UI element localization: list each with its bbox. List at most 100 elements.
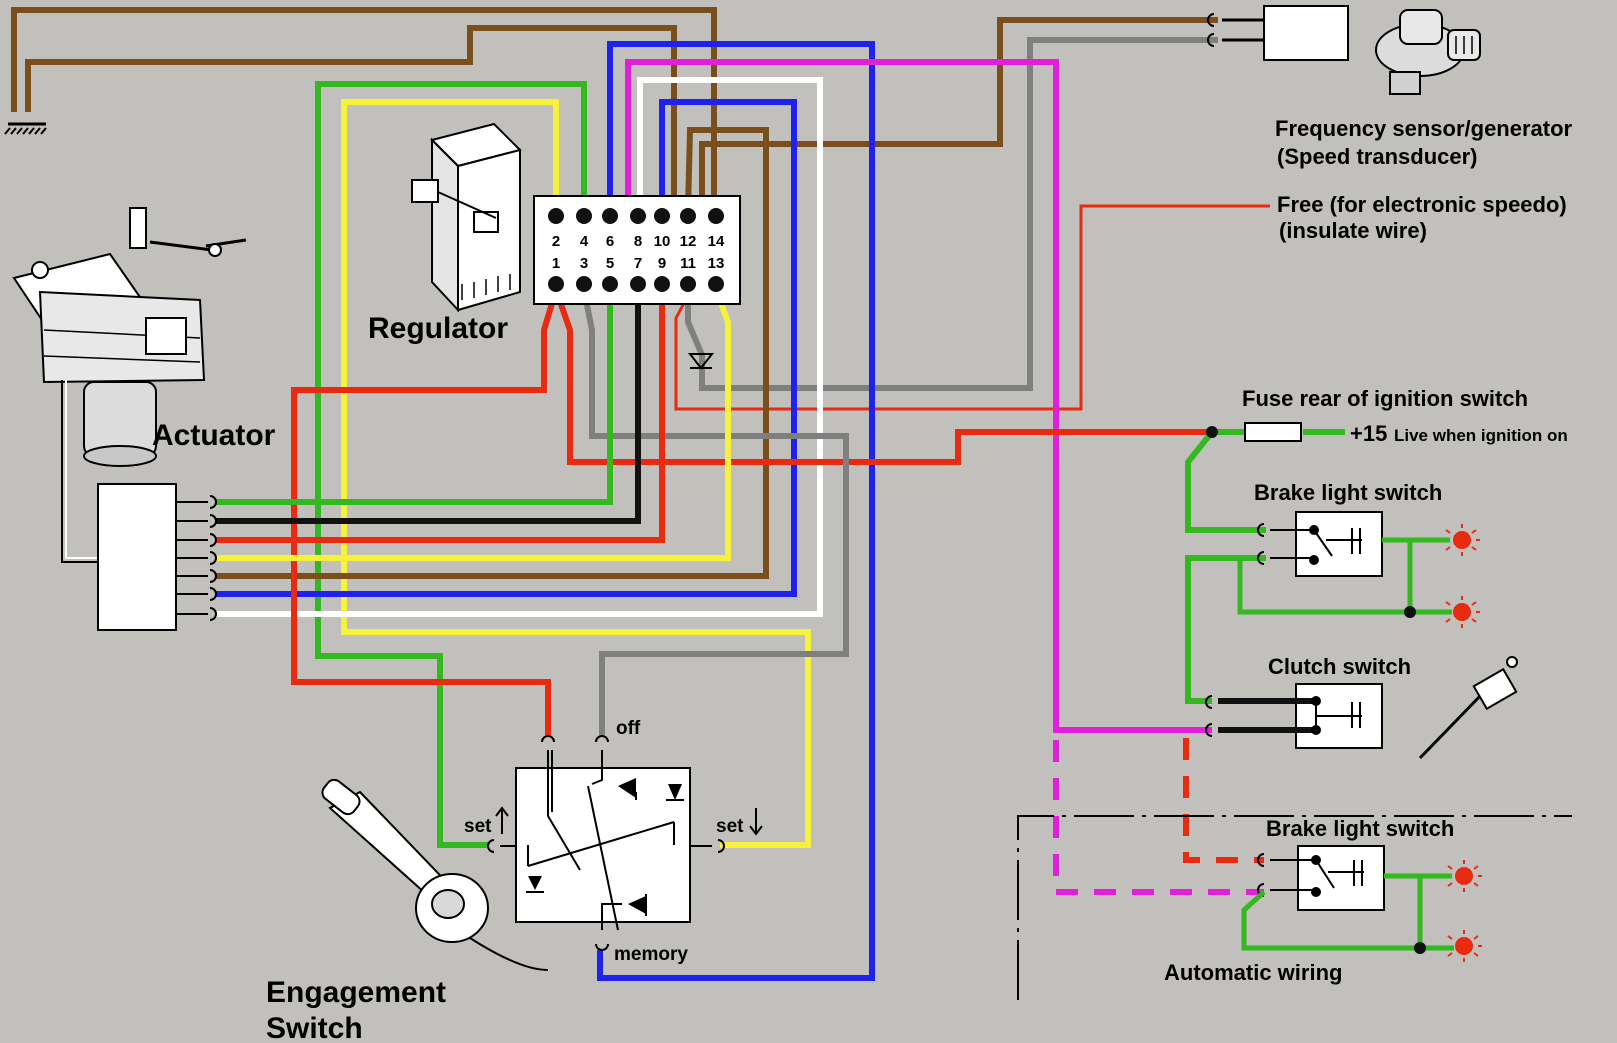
wire-gray-regulator (581, 289, 849, 735)
connector-pin (630, 208, 646, 224)
pin-label: 9 (658, 255, 666, 272)
actuator-terminal (209, 551, 217, 565)
automatic-wiring-label: Automatic wiring (1164, 960, 1342, 985)
junction-dot (1206, 426, 1218, 438)
engagement-switch-label-2: Switch (266, 1012, 363, 1043)
clutch-switch-label: Clutch switch (1268, 654, 1411, 679)
pin-label: 4 (580, 233, 589, 250)
connector-pin (548, 276, 564, 292)
wire-green-brake (1185, 430, 1266, 533)
actuator-terminal (209, 495, 217, 509)
actuator-terminal (209, 607, 217, 621)
lamp-icon (1447, 860, 1482, 892)
connector-pin (602, 208, 618, 224)
pin-label: 14 (708, 233, 725, 250)
brake-light-switch-1 (1237, 511, 1452, 618)
pin-label: 13 (708, 255, 725, 272)
actuator-terminal (209, 514, 217, 528)
brake-light-switch-label-1: Brake light switch (1254, 480, 1442, 505)
actuator-terminal (209, 533, 217, 547)
pin-label: 7 (634, 255, 642, 272)
wire-brown-ground-2 (25, 25, 677, 210)
plus15-label: +15 (1350, 421, 1387, 446)
connector-pin (708, 276, 724, 292)
wire-red-pin9 (216, 290, 665, 543)
connector-pin (602, 276, 618, 292)
pin-label: 1 (552, 255, 560, 272)
sensor-icon (1375, 9, 1481, 95)
actuator-terminal (209, 569, 217, 583)
actuator-icon (12, 207, 247, 563)
wire-red-regulator (291, 289, 559, 735)
wire-green-pin5 (216, 290, 613, 505)
arrow-down-icon (749, 808, 763, 836)
wire-brown-ground (11, 7, 717, 210)
stalk-lever-icon (321, 778, 549, 971)
automatic-boundary (1017, 815, 1572, 1000)
clutch-switch (1205, 683, 1383, 749)
actuator-terminal (209, 587, 217, 601)
diode-icon (687, 353, 715, 370)
wire-yellow-pin13 (216, 288, 731, 561)
regulator-label: Regulator (368, 312, 508, 345)
brake-light-switch-label-2: Brake light switch (1266, 816, 1454, 841)
wire-free-stripe (674, 204, 1270, 411)
frequency-sensor-label-2: (Speed transducer) (1277, 144, 1478, 169)
brake-light-switch-2 (1241, 845, 1454, 954)
wire-red-dashed (1183, 738, 1264, 863)
pin-label: 5 (606, 255, 614, 272)
frequency-sensor-label-1: Frequency sensor/generator (1275, 116, 1573, 141)
pin-label: 8 (634, 233, 642, 250)
pin-label: 10 (654, 233, 671, 250)
svg-text:set: set (464, 816, 492, 837)
connector-pin (708, 208, 724, 224)
lamp-icon (1445, 524, 1480, 556)
wire-brown-regulator (216, 127, 769, 579)
pin-label: 3 (580, 255, 588, 272)
connector-pin (680, 208, 696, 224)
ground-icon (4, 122, 47, 135)
free-label-2: (insulate wire) (1279, 218, 1427, 243)
fuse-icon (1244, 422, 1302, 442)
memory-label: memory (614, 944, 688, 965)
connector-pin (630, 276, 646, 292)
live-label: Live when ignition on (1394, 426, 1568, 445)
lamp-icon (1447, 930, 1482, 962)
set-down-label: set (716, 808, 763, 837)
wire-green-regulator (315, 81, 587, 848)
wire-brown-sensor (699, 17, 1218, 210)
wiring (11, 7, 1345, 981)
pin-label: 12 (680, 233, 697, 250)
connector-pin (576, 208, 592, 224)
arrow-up-icon (495, 806, 509, 834)
pin-label: 6 (606, 233, 614, 250)
connector-pin (654, 208, 670, 224)
svg-text:set: set (716, 816, 744, 837)
free-label-1: Free (for electronic speedo) (1277, 192, 1567, 217)
actuator-label: Actuator (152, 419, 276, 452)
engagement-switch-box (487, 735, 725, 951)
set-up-label: set (464, 806, 509, 837)
lamp-icon (1445, 596, 1480, 628)
wire-yellow-regulator (341, 99, 811, 848)
regulator-box-icon (411, 122, 522, 313)
wire-blue-regulator (216, 99, 797, 597)
pin-label: 11 (680, 255, 696, 272)
wire-black-pin7 (216, 290, 641, 524)
connector-pin (548, 208, 564, 224)
wire-magenta-dashed (1053, 740, 1264, 895)
frequency-sensor (1207, 5, 1481, 95)
fuse-label: Fuse rear of ignition switch (1242, 386, 1528, 411)
pin-label: 2 (552, 233, 560, 250)
wire-blue-top (597, 41, 875, 981)
wire-gray-sensor (685, 37, 1218, 391)
connector-pin (680, 276, 696, 292)
engagement-switch-label-1: Engagement (266, 976, 446, 1009)
connector-pin (576, 276, 592, 292)
wire-white-top (216, 77, 823, 617)
connector-pin (654, 276, 670, 292)
wire-red-regulator-b (553, 289, 1212, 465)
off-label: off (616, 718, 641, 739)
